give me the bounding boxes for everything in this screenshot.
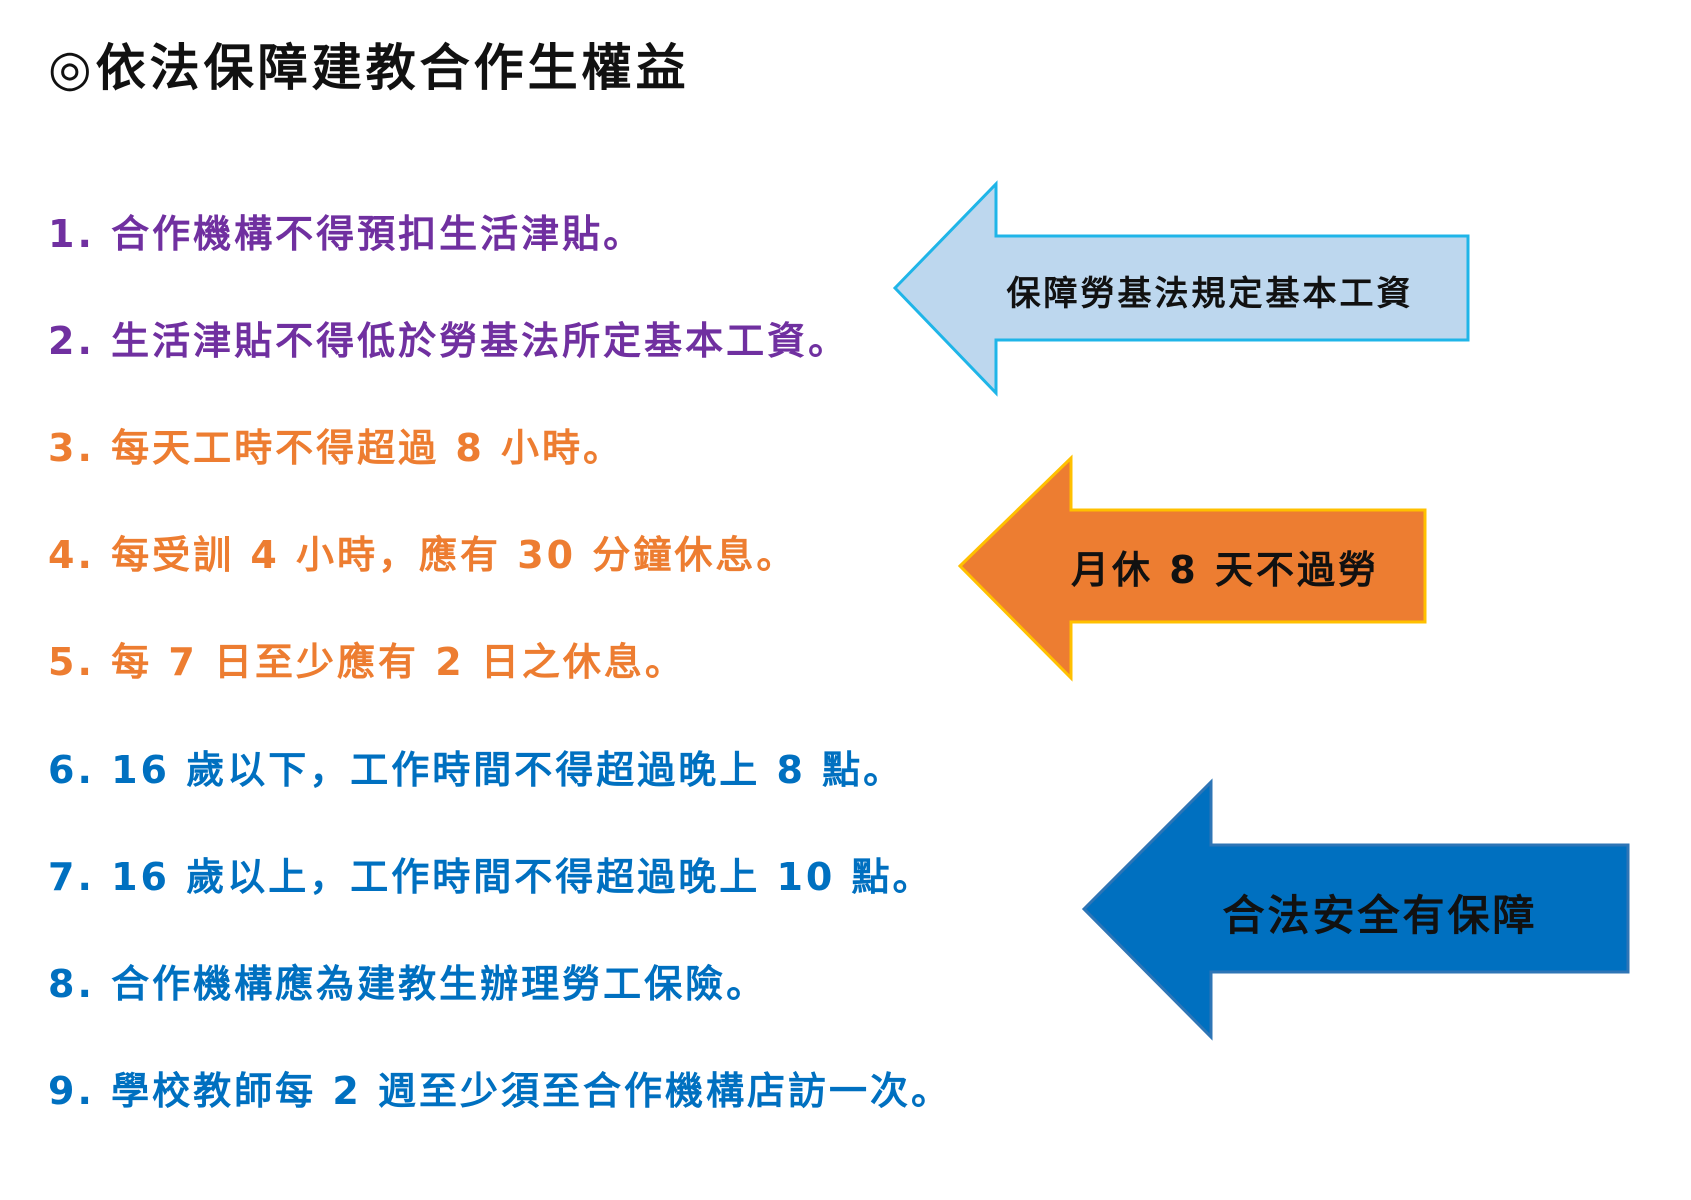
safety-callout-label: 合法安全有保障	[1222, 890, 1538, 940]
wage-callout-label: 保障勞基法規定基本工資	[1006, 273, 1414, 314]
wage-arrow-polygon	[892, 180, 1470, 397]
rest-callout-label: 月休 8 天不過勞	[1071, 547, 1379, 592]
rule-item-3: 3. 每天工時不得超過 8 小時。	[48, 426, 625, 470]
rule-item-5: 5. 每 7 日至少應有 2 日之休息。	[48, 640, 686, 684]
rule-item-4: 4. 每受訓 4 小時，應有 30 分鐘休息。	[48, 533, 798, 577]
rest-arrow-polygon	[957, 454, 1427, 682]
rule-item-9: 9. 學校教師每 2 週至少須至合作機構店訪一次。	[48, 1069, 953, 1113]
safety-arrow-polygon	[1081, 778, 1630, 1041]
page-title: ◎依法保障建教合作生權益	[48, 39, 690, 97]
rule-item-8: 8. 合作機構應為建教生辦理勞工保險。	[48, 962, 768, 1006]
rule-item-6: 6. 16 歲以下，工作時間不得超過晚上 8 點。	[48, 748, 905, 792]
rule-item-1: 1. 合作機構不得預扣生活津貼。	[48, 212, 645, 256]
rule-item-2: 2. 生活津貼不得低於勞基法所定基本工資。	[48, 319, 850, 363]
rule-item-7: 7. 16 歲以上，工作時間不得超過晚上 10 點。	[48, 855, 934, 899]
